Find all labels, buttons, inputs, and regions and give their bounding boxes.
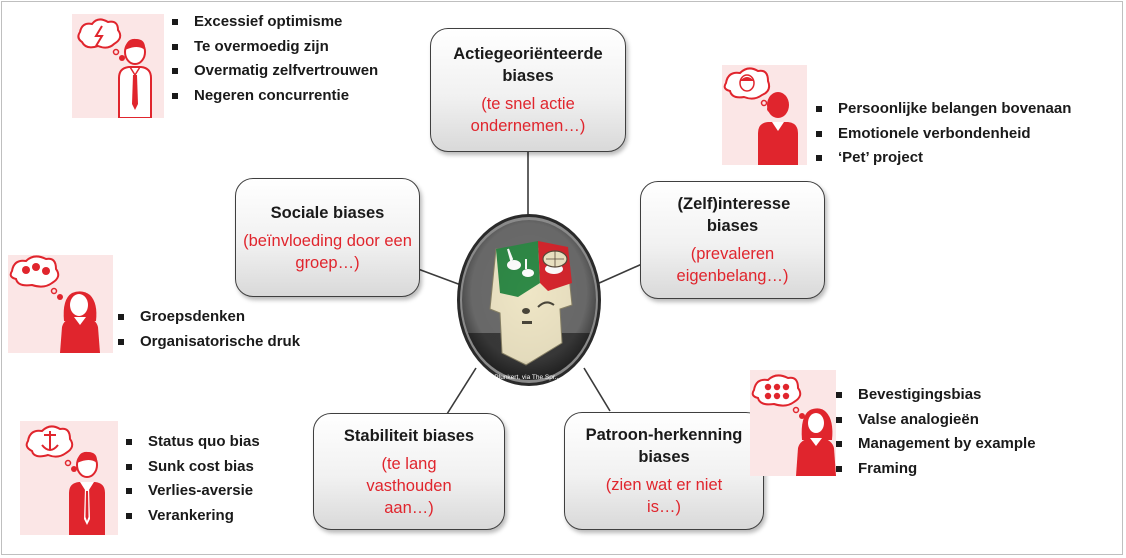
connector-stability <box>446 367 477 415</box>
man-anchor-thought-icon <box>20 421 118 535</box>
list-social-biases: Groepsdenken Organisatorische druk <box>116 305 300 354</box>
box-pattern-biases: Patroon-herkenning biases (zien wat er n… <box>564 412 764 530</box>
box-social-subtitle: (beïnvloeding door een groep…) <box>243 231 412 272</box>
list-pattern-biases: Bevestigingsbias Valse analogieën Manage… <box>834 383 1036 481</box>
list-item: Management by example <box>834 432 1036 457</box>
list-item: Status quo bias <box>124 430 260 455</box>
list-item: Groepsdenken <box>116 305 300 330</box>
list-item: Te overmoedig zijn <box>170 35 378 60</box>
list-item: Valse analogieën <box>834 408 1036 433</box>
list-stability-biases: Status quo bias Sunk cost bias Verlies-a… <box>124 430 260 528</box>
box-social-biases: Sociale biases (beïnvloeding door een gr… <box>235 178 420 297</box>
list-interest-biases: Persoonlijke belangen bovenaan Emotionel… <box>814 97 1071 171</box>
list-item: Excessief optimisme <box>170 10 378 35</box>
box-stability-title: Stabiliteit biases <box>343 426 475 445</box>
list-item: Verlies-aversie <box>124 479 260 504</box>
list-item: Organisatorische druk <box>116 330 300 355</box>
list-item: Framing <box>834 457 1036 482</box>
box-action-biases: Actiegeoriënteerde biases (te snel actie… <box>430 28 626 152</box>
list-item: Negeren concurrentie <box>170 84 378 109</box>
list-item: Bevestigingsbias <box>834 383 1036 408</box>
box-action-subtitle: (te snel actie ondernemen…) <box>470 95 586 135</box>
box-social-title: Sociale biases <box>270 203 385 222</box>
box-action-title: Actiegeoriënteerde biases <box>453 45 603 85</box>
box-pattern-subtitle: (zien wat er niet is…) <box>605 476 723 516</box>
woman-dots-thought-icon <box>750 370 836 476</box>
box-interest-title: (Zelf)interesse biases <box>677 195 791 235</box>
box-stability-subtitle: (te lang vasthouden aan…) <box>366 454 452 517</box>
man-lightning-thought-icon <box>72 14 164 118</box>
box-stability-biases: Stabiliteit biases (te lang vasthouden a… <box>313 413 505 530</box>
box-interest-biases: (Zelf)interesse biases (prevaleren eigen… <box>640 181 825 299</box>
illustration-credit: David Plunkert, via The Spr... <box>476 374 560 381</box>
list-item: Emotionele verbondenheid <box>814 122 1071 147</box>
woman-group-thought-icon <box>8 255 113 353</box>
list-action-biases: Excessief optimisme Te overmoedig zijn O… <box>170 10 378 108</box>
list-item: ‘Pet’ project <box>814 146 1071 171</box>
list-item: Overmatig zelfvertrouwen <box>170 59 378 84</box>
list-item: Sunk cost bias <box>124 455 260 480</box>
box-pattern-title: Patroon-herkenning biases <box>585 426 743 466</box>
man-face-thought-icon <box>722 65 807 165</box>
connector-social <box>417 268 462 286</box>
list-item: Verankering <box>124 504 260 529</box>
list-item: Persoonlijke belangen bovenaan <box>814 97 1071 122</box>
box-interest-subtitle: (prevaleren eigenbelang…) <box>676 245 789 285</box>
central-illustration: David Plunkert, via The Spr... <box>457 214 601 386</box>
connector-pattern <box>583 367 611 412</box>
connector-interest <box>596 263 643 285</box>
